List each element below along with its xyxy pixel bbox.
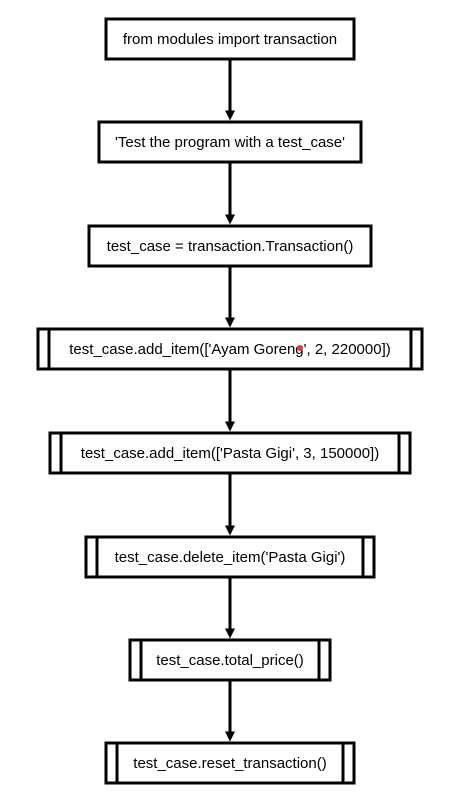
flow-node-label: from modules import transaction [123, 31, 337, 48]
flow-node-label: test_case.delete_item('Pasta Gigi') [115, 549, 346, 566]
edges-layer [225, 60, 235, 742]
flow-node-6: test_case.delete_item('Pasta Gigi') [84, 535, 376, 579]
flow-edge-1 [225, 60, 235, 121]
flow-edge-7 [225, 681, 235, 742]
flow-node-label: test_case.add_item(['Pasta Gigi', 3, 150… [81, 445, 379, 462]
arrow-head-icon [225, 214, 235, 225]
nodes-layer: from modules import transaction 'Test the… [36, 17, 424, 785]
cursor-dot-marker [297, 345, 303, 351]
flow-node-5: test_case.add_item(['Pasta Gigi', 3, 150… [48, 431, 412, 475]
flow-node-label: test_case = transaction.Transaction() [107, 238, 354, 255]
flow-node-box [97, 120, 363, 164]
flow-node-box [84, 535, 376, 579]
arrow-head-icon [225, 628, 235, 639]
flow-node-box [128, 638, 332, 682]
flow-node-7: test_case.total_price() [128, 638, 332, 682]
flow-edge-3 [225, 267, 235, 328]
flow-node-box [48, 431, 412, 475]
flow-node-label: test_case.reset_transaction() [133, 755, 326, 772]
flow-edge-6 [225, 578, 235, 639]
flow-node-label: 'Test the program with a test_case' [115, 134, 345, 151]
flow-node-label: test_case.total_price() [156, 652, 304, 669]
arrow-head-icon [225, 421, 235, 432]
arrow-head-icon [225, 525, 235, 536]
flow-node-8: test_case.reset_transaction() [104, 741, 356, 785]
flow-node-box [87, 224, 373, 268]
flow-node-label: test_case.add_item(['Ayam Goreng', 2, 22… [69, 341, 390, 358]
arrow-head-icon [225, 110, 235, 121]
flow-node-box [36, 327, 424, 371]
flow-edge-4 [225, 370, 235, 432]
flow-node-box [104, 17, 356, 61]
arrow-head-icon [225, 731, 235, 742]
flow-node-box [104, 741, 356, 785]
flow-node-3: test_case = transaction.Transaction() [87, 224, 373, 268]
arrow-head-icon [225, 317, 235, 328]
flow-node-1: from modules import transaction [104, 17, 356, 61]
flow-edge-5 [225, 474, 235, 536]
flow-edge-2 [225, 163, 235, 225]
flow-node-4: test_case.add_item(['Ayam Goreng', 2, 22… [36, 327, 424, 371]
flow-node-2: 'Test the program with a test_case' [97, 120, 363, 164]
